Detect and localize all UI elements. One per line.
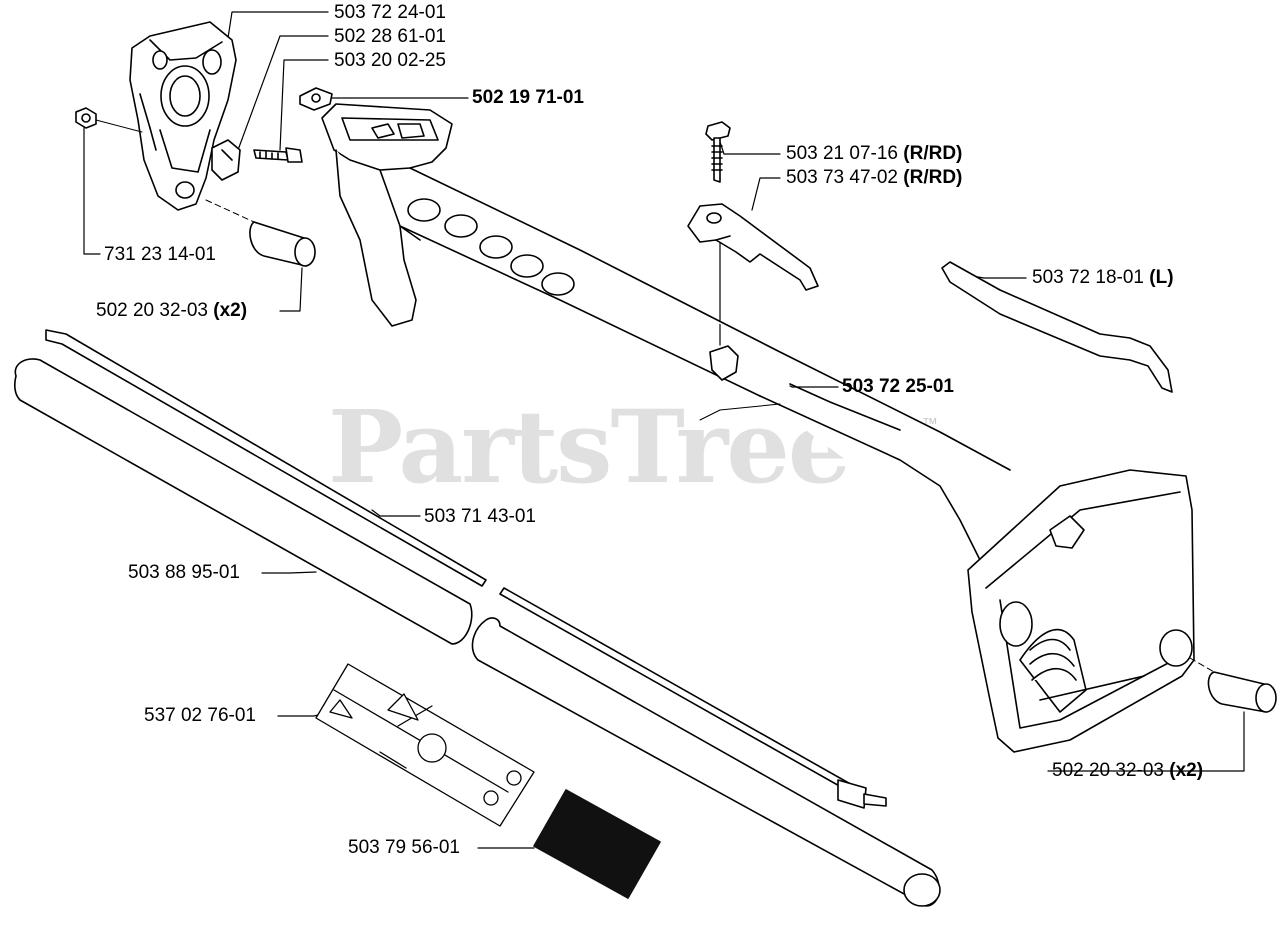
screw-part-long xyxy=(705,121,731,183)
shaft-housing-part xyxy=(321,103,1011,561)
grip-cap-part-left xyxy=(249,221,316,267)
screw-part-small xyxy=(253,147,303,163)
part-variant: (R/RD) xyxy=(903,143,963,164)
part-label-503-21-07-16[interactable]: 503 21 07-16 (R/RD) xyxy=(786,143,962,165)
part-label-502-20-32-03-right[interactable]: 502 20 32-03 (x2) xyxy=(1052,760,1203,782)
throttle-housing-part xyxy=(967,469,1195,753)
decal-part xyxy=(315,663,535,827)
foam-pad-part xyxy=(533,789,661,899)
part-label-502-28-61-01[interactable]: 502 28 61-01 xyxy=(334,26,446,47)
part-quantity: (x2) xyxy=(213,300,248,321)
watermark-text: PartsTree xyxy=(328,388,852,506)
clip-lower-part xyxy=(709,345,739,381)
part-label-503-71-43-01[interactable]: 503 71 43-01 xyxy=(424,506,536,527)
part-label-503-72-24-01[interactable]: 503 72 24-01 xyxy=(334,2,446,23)
handle-bracket-part xyxy=(129,21,237,211)
part-number: 502 20 32-03 xyxy=(96,300,208,321)
part-label-503-88-95-01[interactable]: 503 88 95-01 xyxy=(128,562,240,583)
part-number: 502 20 32-03 xyxy=(1052,760,1164,781)
clip-part xyxy=(211,139,241,181)
part-number: 503 21 07-16 xyxy=(786,143,898,164)
part-quantity: (x2) xyxy=(1169,760,1204,781)
part-label-731-23-14-01[interactable]: 731 23 14-01 xyxy=(104,244,216,265)
part-label-502-19-71-01[interactable]: 502 19 71-01 xyxy=(472,87,584,108)
part-label-503-73-47-02[interactable]: 503 73 47-02 (R/RD) xyxy=(786,167,962,189)
grip-cap-part-right xyxy=(1207,671,1277,713)
tube-part xyxy=(14,358,941,907)
part-number: 503 73 47-02 xyxy=(786,167,898,188)
square-nut-part xyxy=(299,87,333,111)
part-label-503-72-18-01[interactable]: 503 72 18-01 (L) xyxy=(1032,267,1174,289)
part-variant: (R/RD) xyxy=(903,167,963,188)
part-variant: (L) xyxy=(1149,267,1174,288)
drive-shaft-part xyxy=(45,329,887,809)
part-label-503-20-02-25[interactable]: 503 20 02-25 xyxy=(334,50,446,71)
part-label-502-20-32-03-left[interactable]: 502 20 32-03 (x2) xyxy=(96,300,247,322)
nut-part xyxy=(75,107,97,129)
part-label-537-02-76-01[interactable]: 537 02 76-01 xyxy=(144,705,256,726)
part-label-503-79-56-01[interactable]: 503 79 56-01 xyxy=(348,837,460,858)
clamp-part xyxy=(687,203,819,291)
part-label-503-72-25-01[interactable]: 503 72 25-01 xyxy=(842,376,954,397)
lever-part xyxy=(941,261,1173,393)
part-number: 503 72 18-01 xyxy=(1032,267,1144,288)
